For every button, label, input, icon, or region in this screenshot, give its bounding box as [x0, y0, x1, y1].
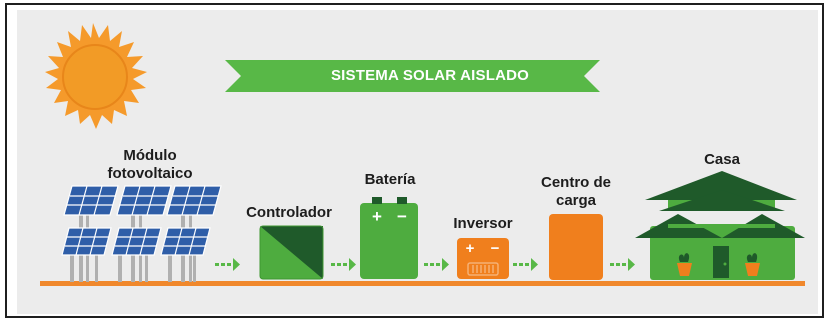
sun-icon [45, 23, 147, 129]
load-center-icon [549, 214, 603, 280]
label-centro-line2: carga [555, 192, 597, 209]
solar-panel-icon [61, 185, 222, 282]
diagram-title: SISTEMA SOLAR AISLADO [330, 67, 530, 84]
arrow-right-icon [215, 258, 240, 271]
inverter-minus-sign: − [490, 240, 500, 257]
label-centro-line1: Centro de [540, 174, 611, 191]
battery-icon [360, 197, 418, 279]
label-bateria: Batería [364, 171, 416, 188]
plant-pot-right [745, 253, 760, 276]
title-banner [225, 60, 600, 92]
arrow-right-icon [331, 258, 356, 271]
inverter-plus-sign: + [465, 240, 475, 257]
label-modulo-line2: fotovoltaico [107, 165, 193, 182]
house-icon [635, 171, 805, 280]
label-modulo-line1: Módulo [123, 147, 177, 164]
arrow-right-icon [610, 258, 635, 271]
ground-line [40, 281, 805, 286]
label-inversor: Inversor [453, 215, 513, 232]
arrow-right-icon [424, 258, 449, 271]
plant-pot-left [677, 253, 692, 276]
controller-icon [259, 225, 324, 280]
label-casa: Casa [704, 151, 740, 168]
arrow-right-icon [513, 258, 538, 271]
battery-plus-sign: + [372, 207, 382, 226]
inverter-icon [457, 238, 509, 279]
label-controlador: Controlador [246, 204, 332, 221]
battery-minus-sign: − [397, 207, 407, 226]
